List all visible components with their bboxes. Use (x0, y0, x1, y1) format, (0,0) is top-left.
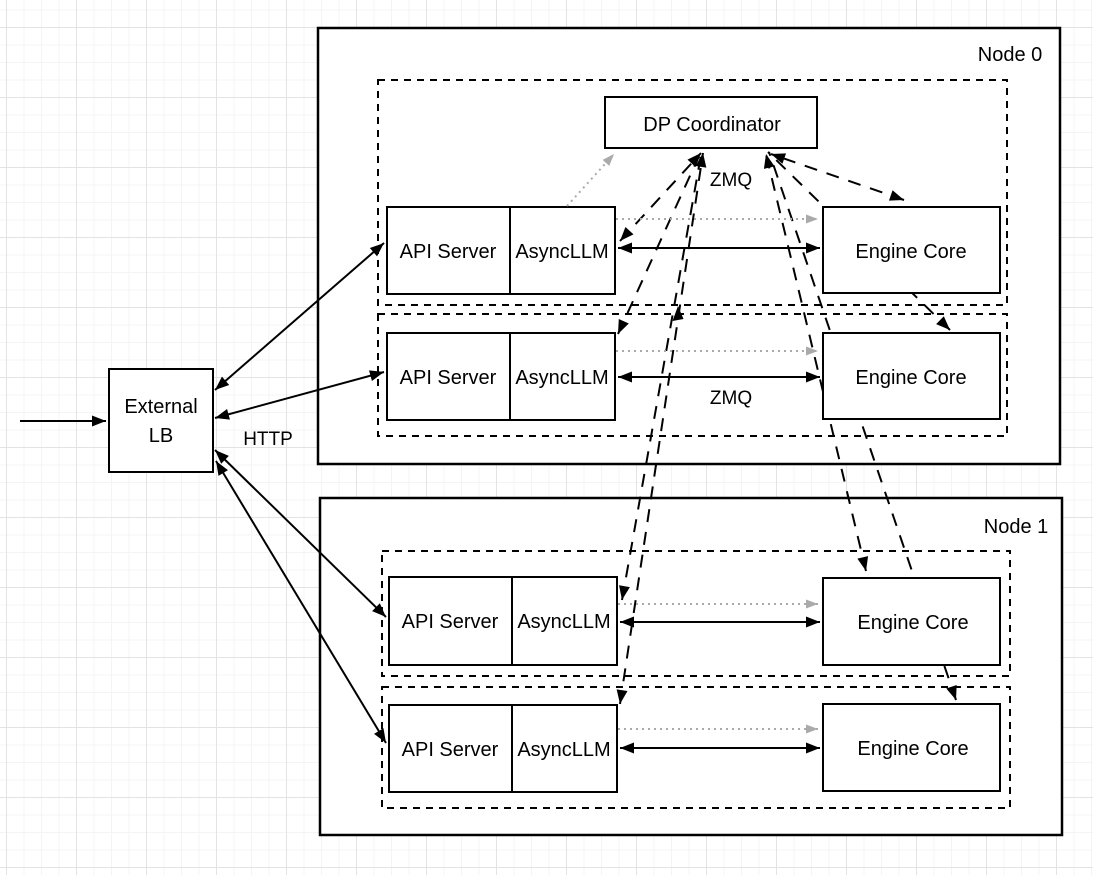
asyncllm-box-4 (511, 704, 618, 793)
solid-links (20, 242, 820, 754)
api-server-box-1 (386, 206, 511, 295)
dp-coordinator-box (604, 96, 818, 149)
asyncllm-label-2: AsyncLLM (515, 367, 608, 389)
asyncllm-box-1 (509, 206, 616, 295)
zmq-label-top: ZMQ (710, 170, 752, 191)
node0-label: Node 0 (978, 44, 1043, 66)
asyncllm-label-3: AsyncLLM (517, 611, 610, 633)
api-server-label-4: API Server (402, 739, 499, 761)
api-server-box-3 (388, 576, 513, 666)
engine-core-label-1: Engine Core (855, 241, 966, 263)
http-link-lb-api1 (214, 242, 385, 391)
engine-core-box-4 (822, 703, 1001, 792)
api-server-label-1: API Server (400, 241, 497, 263)
dashed-link-dp-enginecore-3 (763, 153, 869, 572)
dp-coordinator-label: DP Coordinator (643, 114, 781, 136)
asyncllm-box-2 (509, 332, 616, 421)
engine-core-label-3: Engine Core (857, 612, 968, 634)
asyncllm-box-3 (511, 576, 618, 666)
external-lb-box (108, 368, 214, 473)
engine-core-label-2: Engine Core (855, 367, 966, 389)
engine-core-box-3 (822, 577, 1001, 666)
api-server-box-2 (386, 332, 511, 421)
asyncllm-label-1: AsyncLLM (515, 241, 608, 263)
engine-core-box-2 (822, 332, 1001, 420)
http-label: HTTP (243, 429, 293, 450)
api-server-label-2: API Server (400, 367, 497, 389)
node0-group-2-box (377, 313, 1008, 437)
dotted-links (566, 153, 818, 734)
asyncllm-label-4: AsyncLLM (517, 739, 610, 761)
http-link-lb-api2 (214, 370, 385, 420)
api-server-label-3: API Server (402, 611, 499, 633)
api-server-box-4 (388, 704, 513, 793)
node0-group-1-box (377, 79, 1008, 306)
node1-label: Node 1 (984, 516, 1049, 538)
zmq-label-bottom: ZMQ (710, 388, 752, 409)
external-lb-label-line1: External (124, 396, 197, 418)
engine-core-box-1 (822, 206, 1001, 294)
external-lb-label-line2: LB (149, 425, 173, 447)
node1-group-2-box (381, 686, 1011, 809)
engine-core-label-4: Engine Core (857, 738, 968, 760)
http-link-lb-api4 (215, 460, 387, 744)
